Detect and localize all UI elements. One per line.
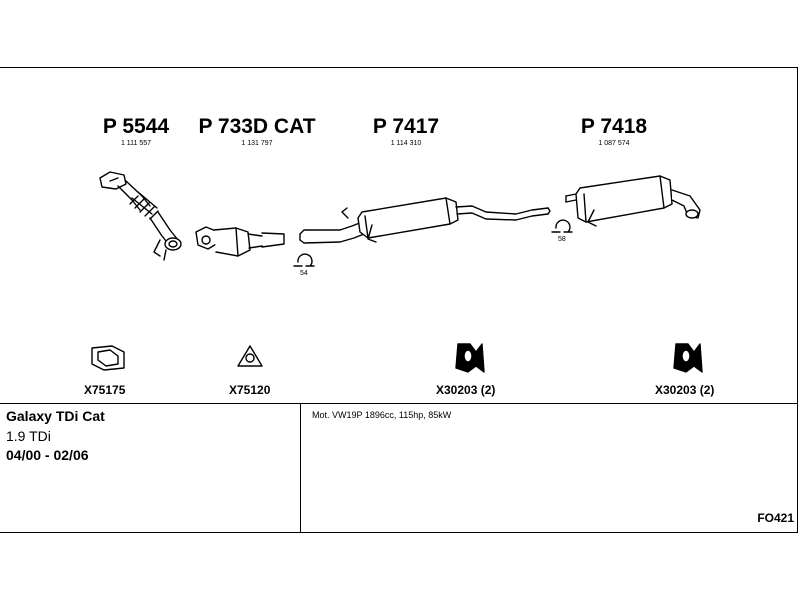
middle-silencer-drawing	[299, 197, 551, 244]
vehicle-name: Galaxy TDi Cat	[6, 408, 105, 424]
diagram-frame	[0, 67, 798, 533]
rear-silencer-drawing	[565, 175, 701, 227]
gasket-label-x75120: X75120	[229, 383, 271, 397]
drawing-code: FO421	[757, 511, 794, 525]
gasket-x75120-drawing	[237, 345, 263, 367]
part-number: 1 131 797	[241, 140, 273, 147]
part-label-p5544: P 5544 1 111 557	[92, 115, 180, 148]
clamp-label-54: 54	[300, 270, 308, 277]
part-label-p733d: P 733D CAT 1 131 797	[192, 115, 322, 148]
part-number: 1 087 574	[598, 140, 630, 147]
part-code: P 5544	[102, 115, 170, 138]
gasket-label-x75175: X75175	[84, 383, 126, 397]
part-number: 1 111 557	[120, 140, 152, 147]
gasket-label-x30203-a: X30203 (2)	[436, 383, 496, 397]
catalytic-converter-drawing	[195, 226, 285, 257]
engine-spec: Mot. VW19P 1896cc, 115hp, 85kW	[312, 410, 452, 420]
front-pipe-drawing	[99, 171, 182, 261]
gasket-x30203-b-drawing	[673, 343, 703, 373]
vehicle-engine: 1.9 TDi	[6, 428, 51, 444]
clamp-54-drawing	[293, 253, 315, 267]
gasket-x75175-drawing	[91, 345, 125, 371]
divider-horizontal	[0, 403, 798, 404]
part-number: 1 114 310	[390, 140, 422, 147]
clamp-label-58: 58	[558, 236, 566, 243]
clamp-58-drawing	[551, 219, 573, 233]
vehicle-years: 04/00 - 02/06	[6, 447, 89, 463]
gasket-x30203-a-drawing	[455, 343, 485, 373]
part-label-p7417: P 7417 1 114 310	[362, 115, 450, 148]
part-code: P 733D CAT	[198, 115, 316, 138]
gasket-label-x30203-b: X30203 (2)	[655, 383, 715, 397]
divider-vertical	[300, 403, 301, 533]
part-label-p7418: P 7418 1 087 574	[570, 115, 658, 148]
part-code: P 7418	[580, 115, 648, 138]
part-code: P 7417	[372, 115, 440, 138]
